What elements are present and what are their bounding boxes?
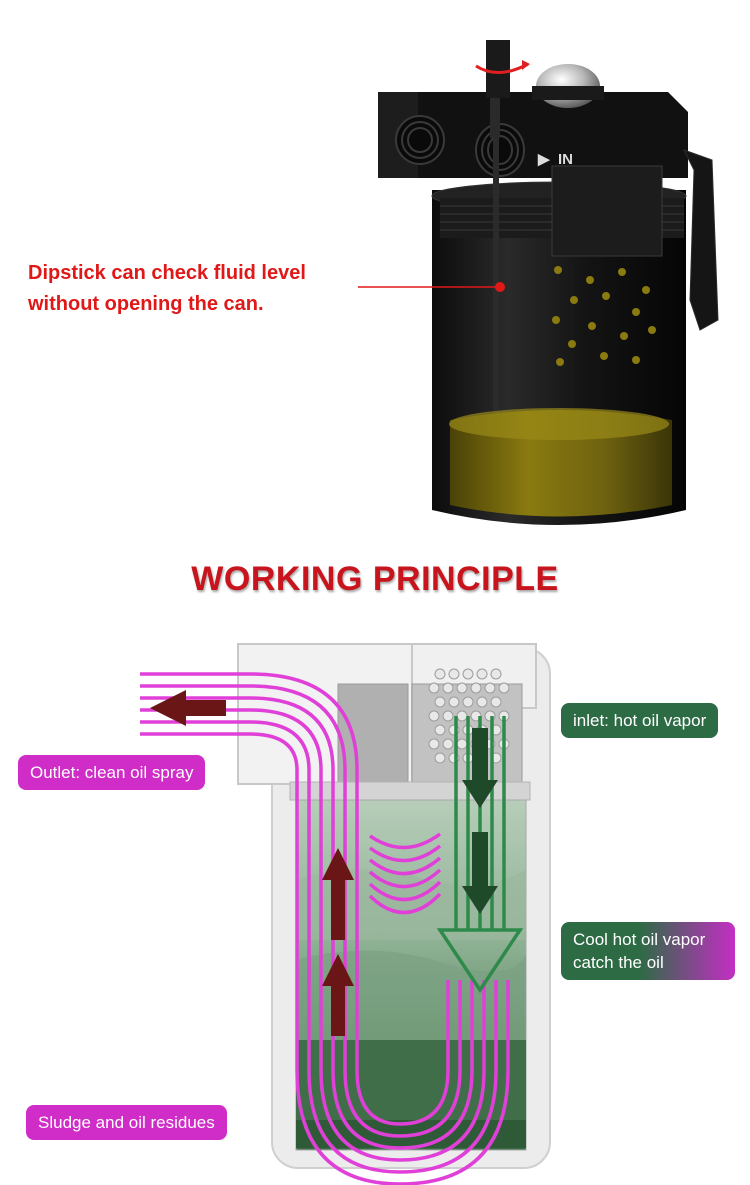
- down-arrow-icon: [462, 728, 498, 914]
- dipstick-callout-line2: without opening the can.: [28, 293, 264, 315]
- dipstick-callout-line1: Dipstick can check fluid level: [28, 262, 306, 284]
- sludge-label: Sludge and oil residues: [26, 1105, 227, 1140]
- cool-vapor-label-line2: catch the oil: [573, 953, 664, 972]
- inlet-label: inlet: hot oil vapor: [561, 703, 719, 738]
- dipstick-callout: Dipstick can check fluid level without o…: [28, 258, 306, 320]
- threaded-port: [395, 115, 525, 177]
- outlet-label: Outlet: clean oil spray: [18, 755, 206, 790]
- can-marking-text: IN: [558, 151, 573, 168]
- cool-vapor-label-line1: Cool hot oil vapor: [573, 930, 706, 949]
- can-marking: ▶: [537, 151, 551, 168]
- oil-droplets: [552, 266, 656, 366]
- inlet-arrowhead-outline: [436, 928, 524, 994]
- vapor-swirl: [368, 832, 442, 915]
- catch-can-illustration: ▶ IN: [358, 40, 719, 525]
- outlet-flow-lines: [140, 672, 510, 1185]
- cool-vapor-label: Cool hot oil vapor catch the oil: [561, 922, 735, 980]
- section-title: WORKING PRINCIPLE: [191, 560, 559, 598]
- left-arrow-icon: [150, 690, 226, 726]
- up-arrow-icon: [322, 848, 354, 1036]
- dipstick-marker-dot: [495, 282, 505, 292]
